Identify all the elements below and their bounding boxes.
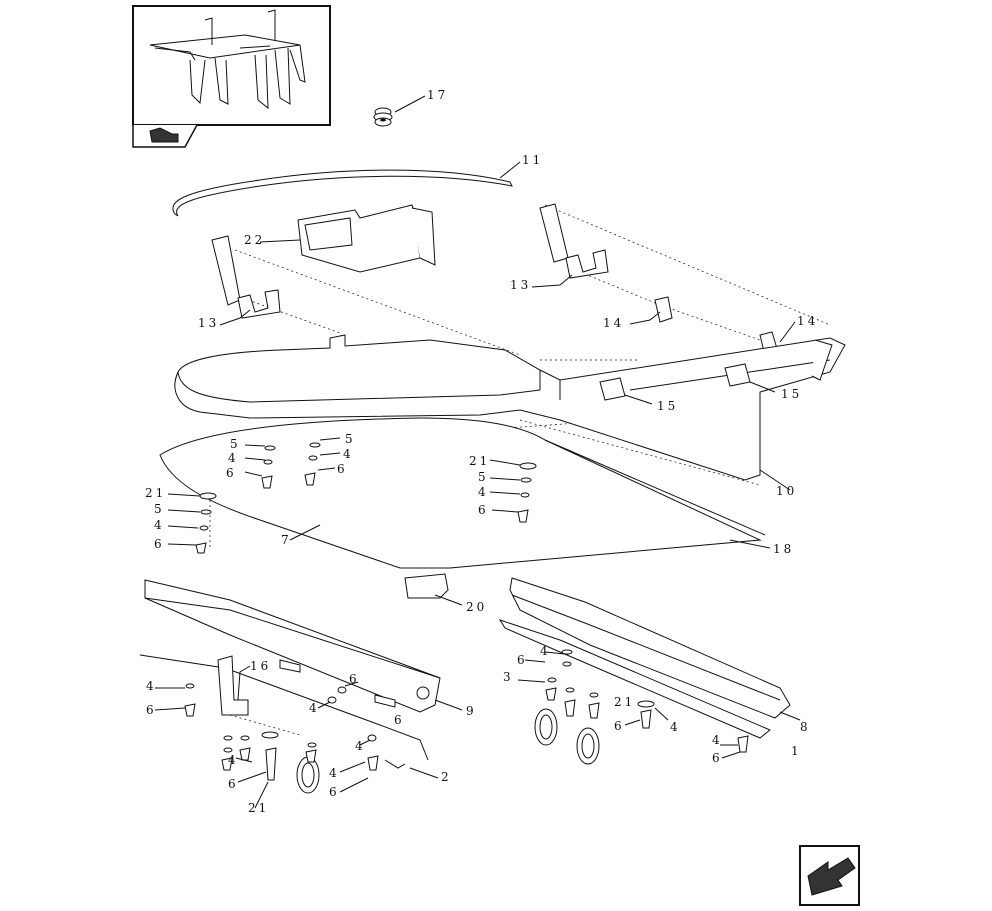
callout-21: 21 bbox=[614, 695, 635, 709]
part-11-edge-strip bbox=[172, 161, 521, 217]
part-16-bracket bbox=[217, 655, 251, 716]
part-15-clips bbox=[599, 363, 776, 405]
callout-6: 6 bbox=[712, 751, 723, 765]
callout-4: 4 bbox=[228, 451, 239, 465]
fastener-stacks-lower bbox=[154, 649, 749, 809]
arrow-icon bbox=[807, 857, 856, 896]
part-22-bracket bbox=[259, 204, 436, 273]
callout-10: 10 bbox=[776, 484, 797, 498]
callout-5: 5 bbox=[478, 470, 489, 484]
callout-4: 4 bbox=[228, 753, 239, 767]
callout-9: 9 bbox=[466, 704, 477, 718]
callout-4: 4 bbox=[355, 739, 366, 753]
fastener-stacks-upper bbox=[167, 437, 537, 554]
part-9-rail bbox=[139, 579, 463, 761]
part-13-clips bbox=[219, 249, 609, 326]
callout-6: 6 bbox=[154, 537, 165, 551]
callout-13: 13 bbox=[510, 278, 531, 292]
callout-3: 3 bbox=[503, 670, 514, 684]
callout-6: 6 bbox=[329, 785, 340, 799]
thumbnail-frame-drawing bbox=[149, 9, 306, 110]
callout-21: 21 bbox=[145, 486, 166, 500]
callout-15: 15 bbox=[657, 399, 678, 413]
callout-6: 6 bbox=[337, 462, 348, 476]
callout-6: 6 bbox=[349, 672, 360, 686]
callout-6: 6 bbox=[614, 719, 625, 733]
callout-4: 4 bbox=[329, 766, 340, 780]
hand-pointer-icon bbox=[149, 127, 179, 143]
callout-4: 4 bbox=[343, 447, 354, 461]
callout-7: 7 bbox=[281, 533, 292, 547]
callout-4: 4 bbox=[154, 518, 165, 532]
callout-6: 6 bbox=[394, 713, 405, 727]
callout-21: 21 bbox=[469, 454, 490, 468]
callout-5: 5 bbox=[230, 437, 241, 451]
callout-4: 4 bbox=[146, 679, 157, 693]
callout-4: 4 bbox=[309, 701, 320, 715]
callout-22: 22 bbox=[244, 233, 265, 247]
callout-18: 18 bbox=[773, 542, 794, 556]
callout-1: 1 bbox=[791, 744, 802, 758]
callout-8: 8 bbox=[800, 720, 811, 734]
callout-21: 21 bbox=[248, 801, 269, 815]
callout-6: 6 bbox=[228, 777, 239, 791]
callout-14: 14 bbox=[797, 314, 818, 328]
callout-4: 4 bbox=[540, 644, 551, 658]
callout-2: 2 bbox=[441, 770, 452, 784]
callout-11: 11 bbox=[522, 153, 543, 167]
callout-5: 5 bbox=[345, 432, 356, 446]
callout-17: 17 bbox=[427, 88, 448, 102]
callout-6: 6 bbox=[478, 503, 489, 517]
callout-4: 4 bbox=[712, 733, 723, 747]
callout-20: 20 bbox=[466, 600, 487, 614]
callout-labels: 17 11 22 13 13 14 14 15 15 10 18 7 20 9 … bbox=[145, 88, 818, 815]
callout-6: 6 bbox=[517, 653, 528, 667]
callout-15: 15 bbox=[781, 387, 802, 401]
callout-6: 6 bbox=[146, 703, 157, 717]
part-10-main-panel bbox=[174, 334, 846, 491]
next-page-arrow-button[interactable] bbox=[799, 845, 860, 906]
callout-13: 13 bbox=[198, 316, 219, 330]
part-8-rail bbox=[498, 577, 801, 739]
callout-5: 5 bbox=[154, 502, 165, 516]
callout-4: 4 bbox=[670, 720, 681, 734]
callout-16: 16 bbox=[250, 659, 271, 673]
callout-4: 4 bbox=[478, 485, 489, 499]
part-17-spring bbox=[373, 95, 426, 127]
assembly-thumbnail[interactable] bbox=[132, 5, 331, 148]
part-20-block bbox=[404, 573, 463, 606]
callout-6: 6 bbox=[226, 466, 237, 480]
callout-14: 14 bbox=[603, 316, 624, 330]
